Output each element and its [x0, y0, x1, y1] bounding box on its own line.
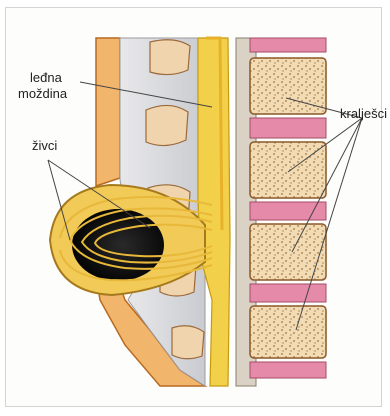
- label-spinal-cord-line2: moždina: [18, 86, 67, 101]
- label-spinal-cord-line1: leđna: [30, 70, 62, 85]
- label-nerves: živci: [32, 138, 57, 153]
- label-vertebrae: kralješci: [340, 106, 387, 121]
